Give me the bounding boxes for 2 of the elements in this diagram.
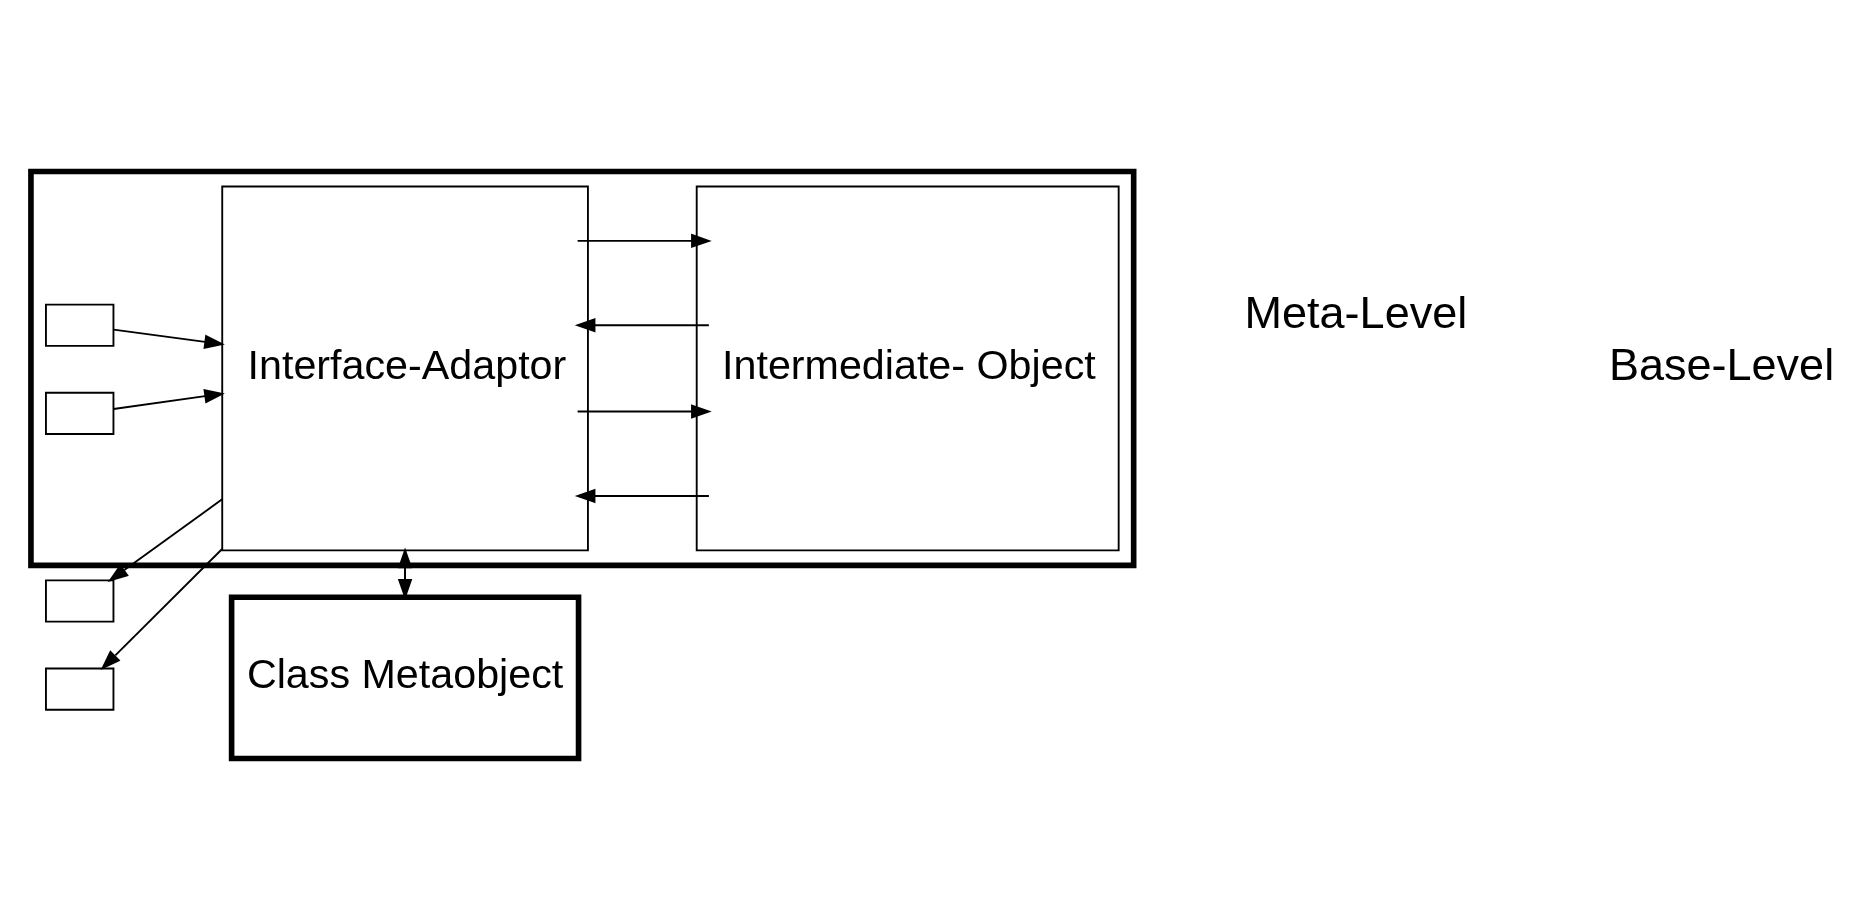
label: Base-Level [1609, 339, 1835, 391]
label: Meta-Level [1244, 286, 1468, 338]
